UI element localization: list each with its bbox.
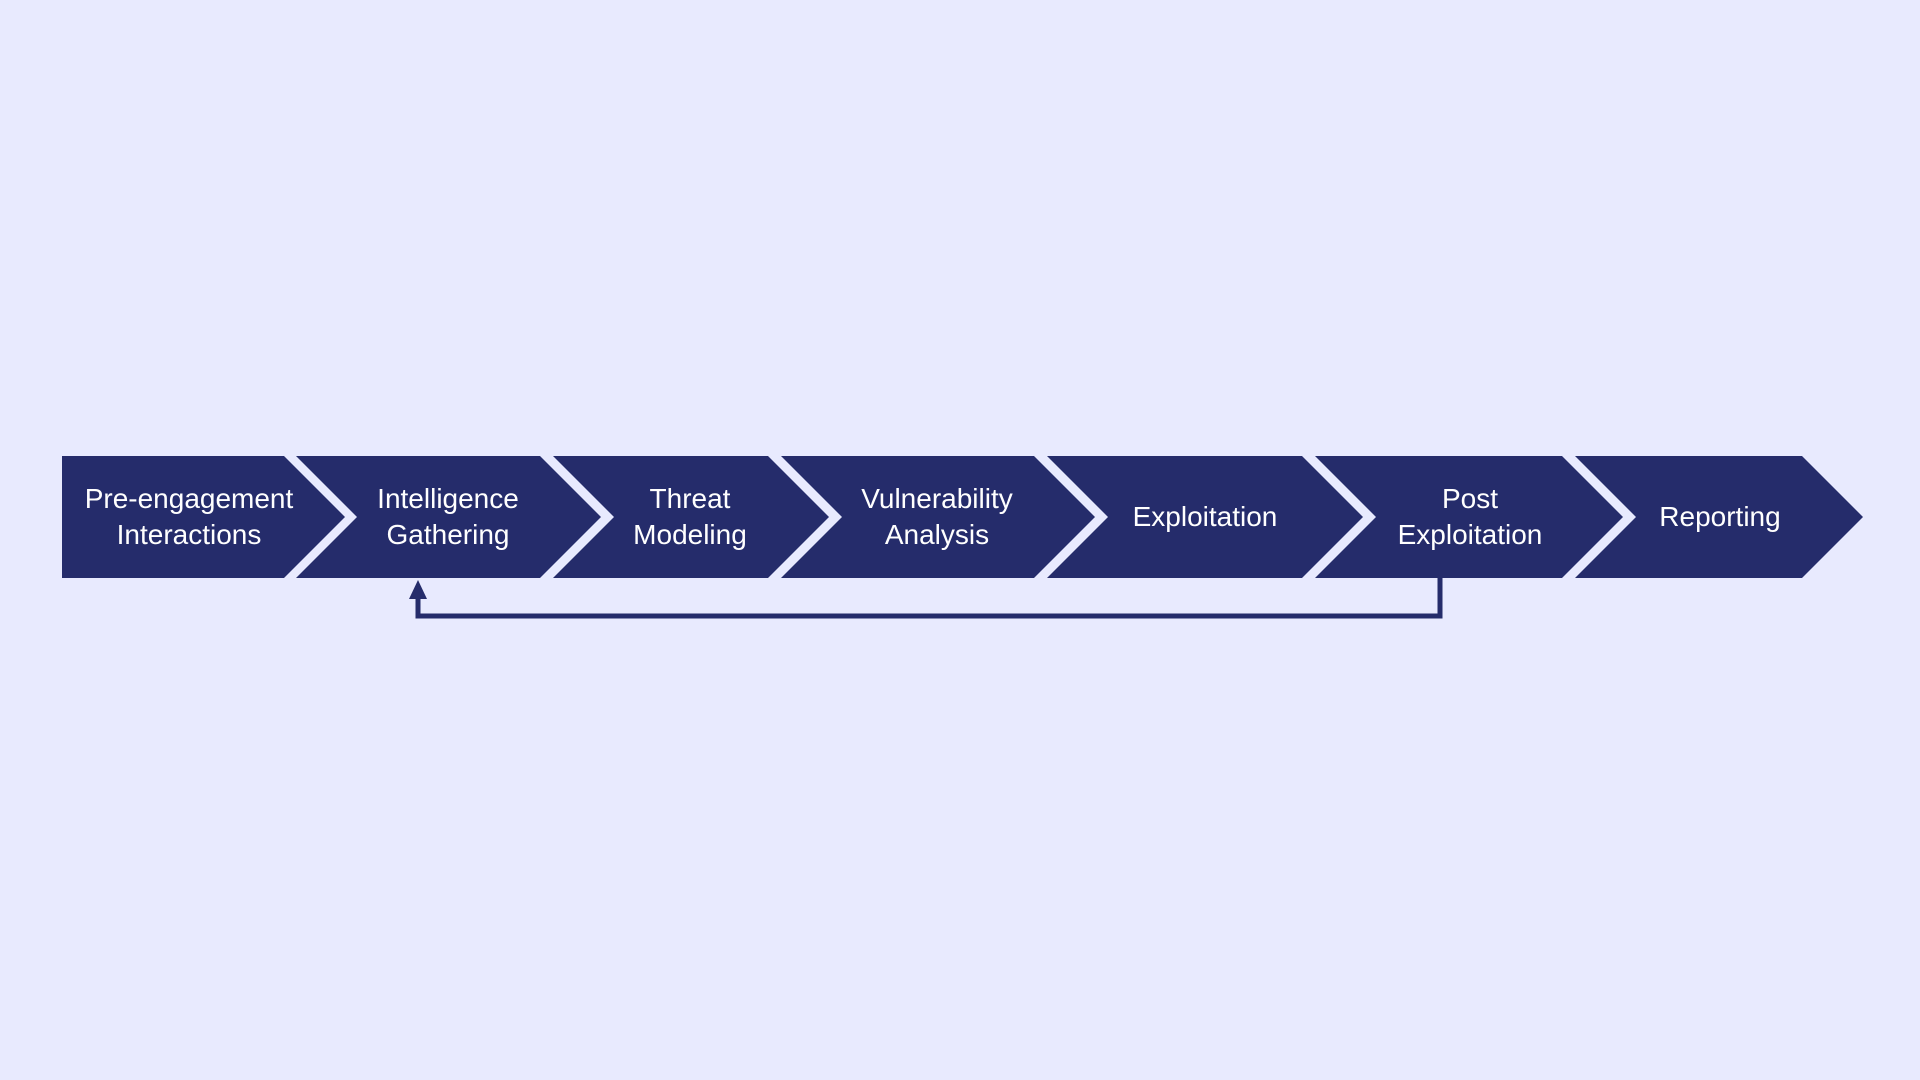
feedback-loop-connector bbox=[415, 578, 1443, 619]
step-intelligence-gathering-chevron bbox=[296, 456, 601, 578]
step-post-exploitation-chevron bbox=[1315, 456, 1623, 578]
feedback-loop-arrowhead-icon bbox=[409, 580, 427, 599]
step-threat-modeling-chevron bbox=[553, 456, 829, 578]
step-exploitation-chevron bbox=[1047, 456, 1363, 578]
step-pre-engagement-chevron bbox=[62, 456, 345, 578]
step-reporting-chevron bbox=[1575, 456, 1863, 578]
step-vulnerability-analysis-chevron bbox=[781, 456, 1095, 578]
